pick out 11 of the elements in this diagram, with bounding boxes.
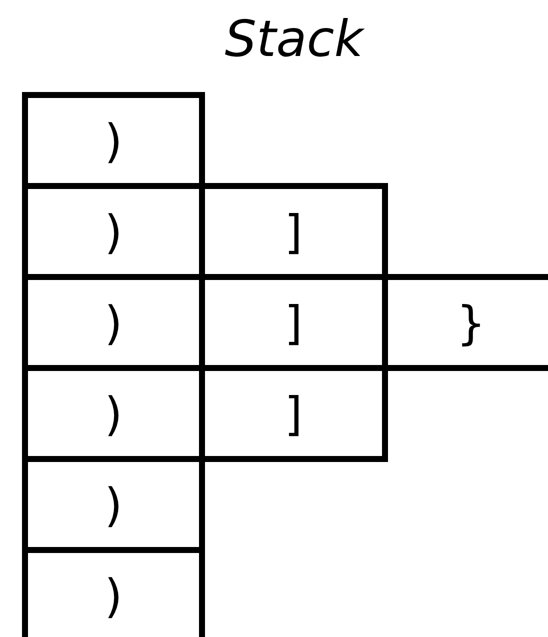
bracket-symbol: } [456,300,486,346]
bracket-symbol: ] [284,300,302,346]
bracket-symbol: ) [104,390,122,436]
bracket-symbol: ) [104,482,122,528]
bracket-symbol: ] [284,390,302,436]
bracket-symbol: ] [284,208,302,254]
bracket-symbol: ) [104,300,122,346]
bracket-symbol: ) [104,118,122,164]
bracket-symbol: ) [104,572,122,618]
title: Stack [224,10,364,68]
bracket-symbol: ) [104,208,122,254]
